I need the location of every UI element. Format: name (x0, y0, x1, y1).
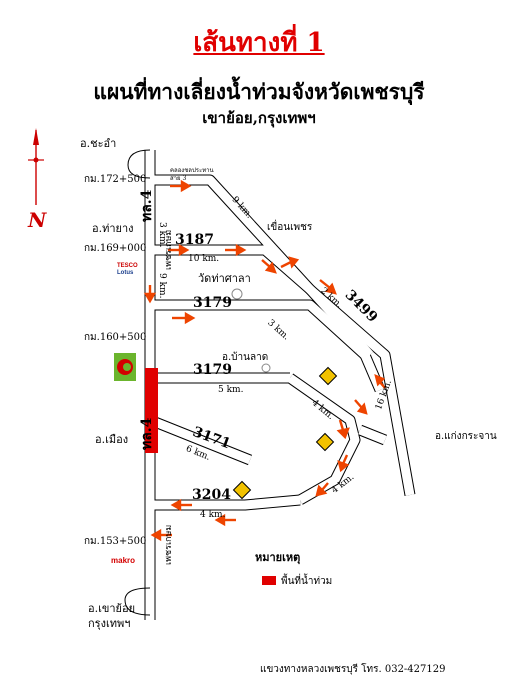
distance-label: 4 km. (200, 510, 226, 520)
place-khao-yoi: อ.เขาย้อย (88, 602, 136, 615)
km-marker: กม.153+500 (84, 536, 147, 547)
flood-area-highway-4 (145, 368, 158, 453)
footer-contact: แขวงทางหลวงเพชรบุรี โทร. 032-427129 (260, 664, 446, 675)
arrow-icon (170, 498, 192, 512)
distance-label: 10 km. (188, 254, 220, 264)
big-c-logo (114, 353, 136, 381)
arrow-icon (337, 454, 350, 473)
north-label: N (28, 208, 47, 232)
place-cha-am: อ.ชะอำ (80, 137, 117, 150)
lotus-label: Lotus (117, 270, 134, 276)
road-label-hwy4-top: ทล.4 (139, 189, 155, 222)
legend-flood-swatch (262, 576, 276, 585)
legend-title: หมายเหตุ (255, 551, 301, 564)
arrow-icon (336, 419, 350, 440)
district-office-icon (261, 363, 271, 373)
arrow-icon (319, 279, 337, 295)
makro-label: makro (111, 556, 136, 565)
tesco-lotus-logo (116, 262, 140, 280)
map-subtitle: แผนที่ทางเลี่ยงน้ำท่วมจังหวัดเพชรบุรี (93, 79, 425, 104)
arrow-icon (214, 513, 236, 527)
place-bangkok: กรุงเทพฯ (88, 617, 131, 630)
compass-icon (28, 128, 44, 205)
place-wat-tha-sala: วัดท่าศาลา (198, 272, 251, 285)
road-label-3187: 3187 (175, 232, 214, 248)
arrow-icon (315, 482, 329, 497)
road-label-3179-upper: 3179 (193, 295, 232, 311)
distance-label: 5 km. (218, 385, 244, 395)
arrow-icon (225, 243, 247, 257)
place-mueang: อ.เมือง (95, 433, 129, 446)
road-label-3179-lower: 3179 (193, 362, 232, 378)
km-marker: กม.160+500 (84, 332, 147, 343)
arrow-icon (374, 373, 386, 389)
makro-logo (110, 555, 140, 567)
km-marker: กม.169+000 (84, 243, 147, 254)
arrow-icon (150, 528, 172, 542)
arrow-icon (261, 259, 277, 274)
warning-sign-icon (232, 366, 338, 500)
arrow-icon (170, 179, 192, 193)
arrow-icon (143, 285, 157, 304)
place-ban-lat: อ.บ้านลาด (222, 352, 269, 363)
distance-label: 3 km. (157, 222, 167, 248)
road-label-3204: 3204 (192, 487, 231, 503)
arrow-icon (172, 311, 196, 325)
road-label-hwy4-mid: ทล.4 (139, 417, 155, 450)
arrow-icon (168, 243, 190, 257)
map-route-subtitle: เขาย้อย,กรุงเทพฯ (202, 109, 316, 127)
temple-icon (231, 288, 243, 300)
km-marker: กม.172+500 (84, 174, 147, 185)
arrow-icon (280, 256, 300, 269)
tesco-label: TESCO (117, 263, 138, 269)
canal-label: คลองชลประทาน (170, 167, 214, 174)
place-khuean-phetch: เขื่อนเพชร (267, 222, 313, 233)
distance-label: 9 km. (157, 273, 167, 299)
direction-arrows (143, 179, 386, 542)
road-label-phetkasem-bottom: เพชรเกษม (164, 524, 174, 565)
place-kaeng-krachan: อ.แก่งกระจาน (435, 431, 497, 442)
page-title: เส้นทางที่ 1 (193, 28, 325, 58)
arrow-icon (354, 399, 368, 415)
place-tha-yang: อ.ท่ายาง (92, 222, 134, 235)
legend-flood-label: พื้นที่น้ำท่วม (281, 576, 333, 587)
canal-label-line2: สาย 3 (170, 175, 187, 182)
